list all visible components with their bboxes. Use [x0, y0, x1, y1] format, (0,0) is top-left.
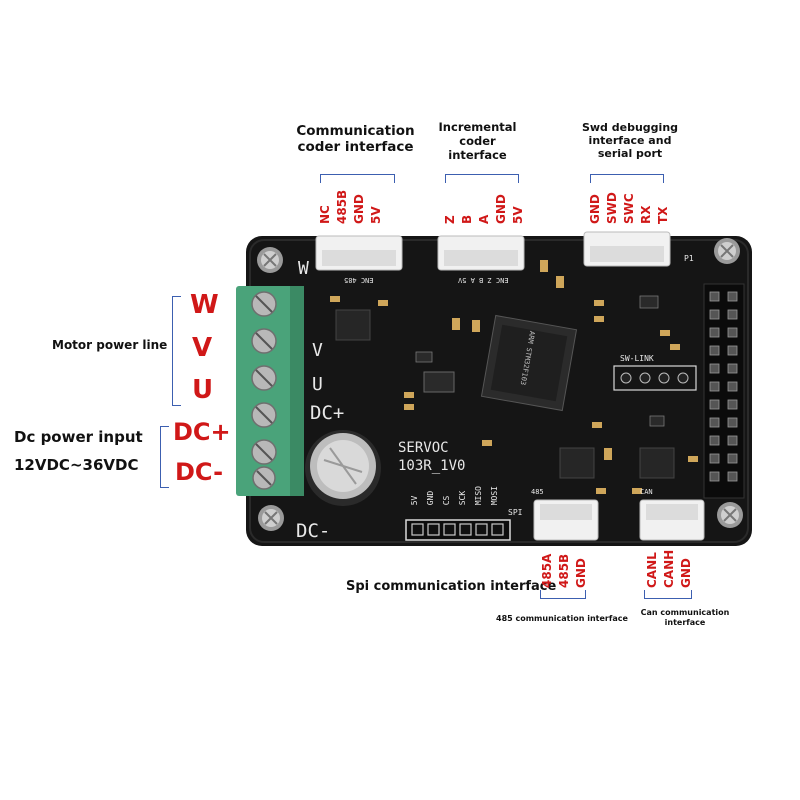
- rs485-pins: GND 485B 485A: [540, 548, 589, 588]
- electrolytic-capacitor: [305, 430, 381, 506]
- mounting-screw-icon: [714, 238, 740, 264]
- comm-coder-title: Communication coder interface: [296, 123, 415, 156]
- spi-label: Spi communication interface: [346, 579, 557, 594]
- dc-voltage-label: 12VDC~36VDC: [14, 456, 139, 474]
- motor-power-bracket: [172, 296, 181, 406]
- motor-power-label: Motor power line: [52, 338, 168, 352]
- pin-label: 485B: [557, 553, 571, 588]
- can-label: Can communication interface: [640, 608, 730, 627]
- dc-minus-label: DC-: [175, 458, 224, 486]
- connector-swd: [583, 231, 671, 267]
- connector-485: [533, 499, 599, 541]
- spi-header: [405, 519, 511, 541]
- pin-label: GND: [679, 558, 693, 588]
- spi-pin-label: CS: [442, 495, 451, 506]
- pin-label: GND: [574, 558, 588, 588]
- mounting-screw-icon: [717, 502, 743, 528]
- spi-pin-label: MISO: [474, 486, 483, 506]
- dc-plus-label: DC+: [173, 418, 231, 446]
- mounting-screw-icon: [257, 247, 283, 273]
- ic-chip: [335, 309, 371, 341]
- silk-board-name: SERVOC: [398, 440, 449, 456]
- sw-link-outline: [613, 365, 697, 391]
- silk-spi-tag: SPI: [508, 508, 523, 517]
- can-bracket: [644, 590, 692, 599]
- ic-chip: [559, 447, 595, 479]
- swd-title: Swd debugging interface and serial port: [581, 121, 679, 161]
- dc-power-label: Dc power input: [14, 428, 143, 446]
- right-pin-header: [703, 283, 745, 499]
- incremental-title: Incremental coder interface: [438, 120, 517, 162]
- silk-v: V: [312, 340, 323, 361]
- rs485-label: 485 communication interface: [496, 614, 628, 623]
- spi-pin-label: GND: [426, 490, 435, 506]
- pin-label: 485A: [540, 553, 554, 588]
- connector-comm-coder: [315, 235, 403, 271]
- silk-enc: ENC Z B A 5V: [458, 276, 509, 284]
- silk-w: W: [298, 258, 309, 279]
- silk-dcplus: DC+: [310, 402, 345, 424]
- spi-pin-label: MOSI: [490, 486, 499, 506]
- rs485-bracket: [540, 590, 586, 599]
- silk-sw-link: SW-LINK: [620, 354, 654, 363]
- pin-label: CANL: [645, 552, 659, 588]
- pin-label: CANH: [662, 549, 676, 588]
- crystal: [423, 371, 455, 393]
- connector-can: [639, 499, 705, 541]
- connector-incremental: [437, 235, 525, 271]
- silk-spi-pins: 5V GND CS SCK MISO MOSI: [410, 486, 500, 505]
- silk-enc485: ENC 485: [344, 276, 374, 284]
- mounting-screw-icon: [258, 505, 284, 531]
- incremental-bracket: [445, 174, 519, 183]
- silk-u: U: [312, 374, 323, 395]
- comm-coder-bracket: [320, 174, 395, 183]
- silk-dcminus: DC-: [296, 520, 331, 542]
- spi-pin-label: SCK: [458, 490, 467, 506]
- swd-bracket: [590, 174, 664, 183]
- silk-485-tag: 485: [531, 488, 544, 496]
- mcu-chip: [480, 314, 578, 412]
- dc-power-bracket: [160, 426, 169, 488]
- can-pins: GND CANH CANL: [645, 548, 694, 588]
- phase-u-label: U: [192, 375, 214, 405]
- terminal-block: [236, 286, 304, 496]
- phase-w-label: W: [190, 290, 219, 320]
- spi-pin-label: 5V: [410, 495, 419, 506]
- silk-p1: P1: [684, 254, 694, 263]
- silk-board-rev: 103R_1V0: [398, 458, 466, 474]
- phase-v-label: V: [192, 333, 213, 363]
- silk-can-tag: CAN: [640, 488, 653, 496]
- ic-chip: [639, 447, 675, 479]
